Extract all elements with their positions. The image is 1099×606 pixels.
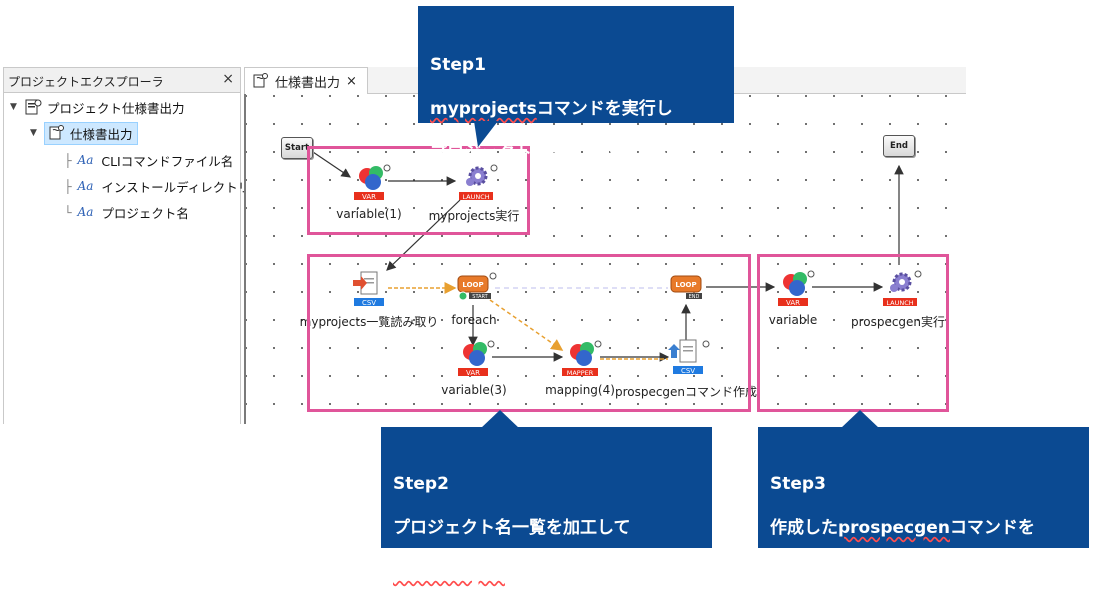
- expand-icon[interactable]: ▼: [10, 102, 17, 112]
- expand-icon[interactable]: ▼: [30, 128, 37, 138]
- var-icon: VAR: [354, 164, 391, 201]
- svg-text:LOOP: LOOP: [462, 281, 483, 289]
- tree-label: プロジェクト仕様書出力: [47, 100, 185, 116]
- step3-callout: Step3 作成したprospecgenコマンドを 実行する: [758, 427, 1089, 582]
- step2-line2: prospecgenコマンドを作成する: [393, 562, 658, 583]
- svg-text:MAPPER: MAPPER: [567, 369, 594, 377]
- svg-text:VAR: VAR: [362, 193, 376, 201]
- project-icon: [25, 99, 42, 115]
- tree-label: インストールディレクトリ: [101, 179, 251, 195]
- gear-icon: LAUNCH: [459, 164, 498, 201]
- node-label: prospecgen実行: [850, 315, 946, 329]
- csv-write-node[interactable]: CSV: [668, 338, 718, 378]
- loop-icon: LOOP END: [670, 275, 702, 300]
- step1-line2: プロジェクト名一覧を取得する: [430, 143, 668, 164]
- attribute-icon: Aa: [77, 179, 94, 193]
- node-label: variable(3): [441, 383, 507, 397]
- var-icon: VAR: [458, 340, 495, 377]
- loop-icon: LOOP START: [457, 272, 497, 301]
- step2-highlight-box: [307, 254, 751, 412]
- mapper-icon: MAPPER: [562, 340, 602, 377]
- var-icon: VAR: [778, 270, 815, 307]
- tree-label: CLIコマンドファイル名: [101, 153, 234, 169]
- tab-label: 仕様書出力: [275, 75, 341, 91]
- node-label: mapping(4): [545, 383, 615, 397]
- node-label: myprojects一覧読み取り: [299, 315, 439, 329]
- explorer-close-icon[interactable]: ×: [222, 71, 234, 87]
- step3-highlight-box: [757, 254, 949, 412]
- step1-highlight-box: [307, 146, 530, 235]
- tree-item-project[interactable]: ▼ プロジェクト仕様書出力: [10, 96, 185, 118]
- var-node[interactable]: VAR: [773, 268, 823, 308]
- mapper-node[interactable]: MAPPER: [560, 338, 610, 378]
- csv-read-node[interactable]: CSV: [349, 270, 399, 310]
- svg-text:VAR: VAR: [786, 299, 800, 307]
- step2-callout-tail: [480, 410, 520, 429]
- attribute-icon: Aa: [77, 153, 94, 167]
- flow-icon: [49, 125, 64, 140]
- tree-label: プロジェクト名: [101, 205, 189, 221]
- svg-text:CSV: CSV: [362, 299, 376, 307]
- tab-flow-editor[interactable]: 仕様書出力 ×: [244, 67, 368, 94]
- node-label: variable: [768, 313, 818, 327]
- svg-text:END: END: [689, 294, 700, 300]
- tree-item-attr[interactable]: ├ Aa インストールディレクトリ: [64, 178, 251, 195]
- step3-title: Step3: [770, 474, 826, 495]
- step3-line1: 作成したprospecgenコマンドを: [770, 518, 1035, 539]
- step1-title: Step1: [430, 55, 486, 76]
- attribute-icon: Aa: [77, 205, 94, 219]
- tree-label: 仕様書出力: [70, 126, 133, 142]
- loop-start-node[interactable]: LOOP START: [455, 270, 505, 310]
- explorer-header: プロジェクトエクスプローラ ×: [4, 68, 240, 93]
- step2-callout: Step2 プロジェクト名一覧を加工して prospecgenコマンドを作成する: [381, 427, 712, 582]
- flow-canvas[interactable]: [244, 94, 968, 424]
- step1-line1: myprojectsコマンドを実行し: [430, 99, 673, 120]
- node-label: prospecgenコマンド作成: [614, 385, 758, 399]
- svg-text:LAUNCH: LAUNCH: [462, 193, 489, 201]
- csv-icon: CSV: [668, 339, 710, 375]
- svg-text:CSV: CSV: [681, 367, 695, 375]
- node-label: myprojects実行: [428, 209, 520, 223]
- tree-item-attr[interactable]: └ Aa プロジェクト名: [64, 204, 189, 221]
- step3-line2: 実行する: [770, 562, 838, 583]
- step1-callout: Step1 myprojectsコマンドを実行し プロジェクト名一覧を取得する: [418, 6, 734, 163]
- svg-text:VAR: VAR: [466, 369, 480, 377]
- flow-icon: [253, 73, 268, 88]
- step2-title: Step2: [393, 474, 449, 495]
- project-explorer-panel: プロジェクトエクスプローラ × ▼ プロジェクト仕様書出力 ▼ 仕様書出力 ├ …: [3, 67, 250, 424]
- node-label: foreach: [451, 313, 497, 327]
- step3-callout-tail: [840, 410, 880, 429]
- step2-line1: プロジェクト名一覧を加工して: [393, 518, 631, 539]
- step1-callout-tail: [474, 121, 498, 147]
- gear-icon: LAUNCH: [883, 270, 922, 307]
- var-node[interactable]: VAR: [453, 338, 503, 378]
- node-label: variable(1): [336, 207, 402, 221]
- explorer-title: プロジェクトエクスプローラ: [8, 75, 164, 89]
- svg-text:START: START: [472, 294, 488, 300]
- svg-text:LAUNCH: LAUNCH: [886, 299, 913, 307]
- launch-node[interactable]: LAUNCH: [880, 268, 930, 308]
- end-node[interactable]: End: [883, 135, 915, 157]
- tab-close-icon[interactable]: ×: [346, 73, 357, 89]
- csv-icon: CSV: [353, 271, 384, 307]
- tree-item-attr[interactable]: ├ Aa CLIコマンドファイル名: [64, 152, 234, 169]
- tree-item-flow[interactable]: ▼ 仕様書出力: [30, 121, 138, 145]
- loop-end-node[interactable]: LOOP END: [668, 270, 718, 310]
- launch-node[interactable]: LAUNCH: [456, 162, 506, 202]
- var-node[interactable]: VAR: [349, 162, 399, 202]
- svg-text:LOOP: LOOP: [675, 281, 696, 289]
